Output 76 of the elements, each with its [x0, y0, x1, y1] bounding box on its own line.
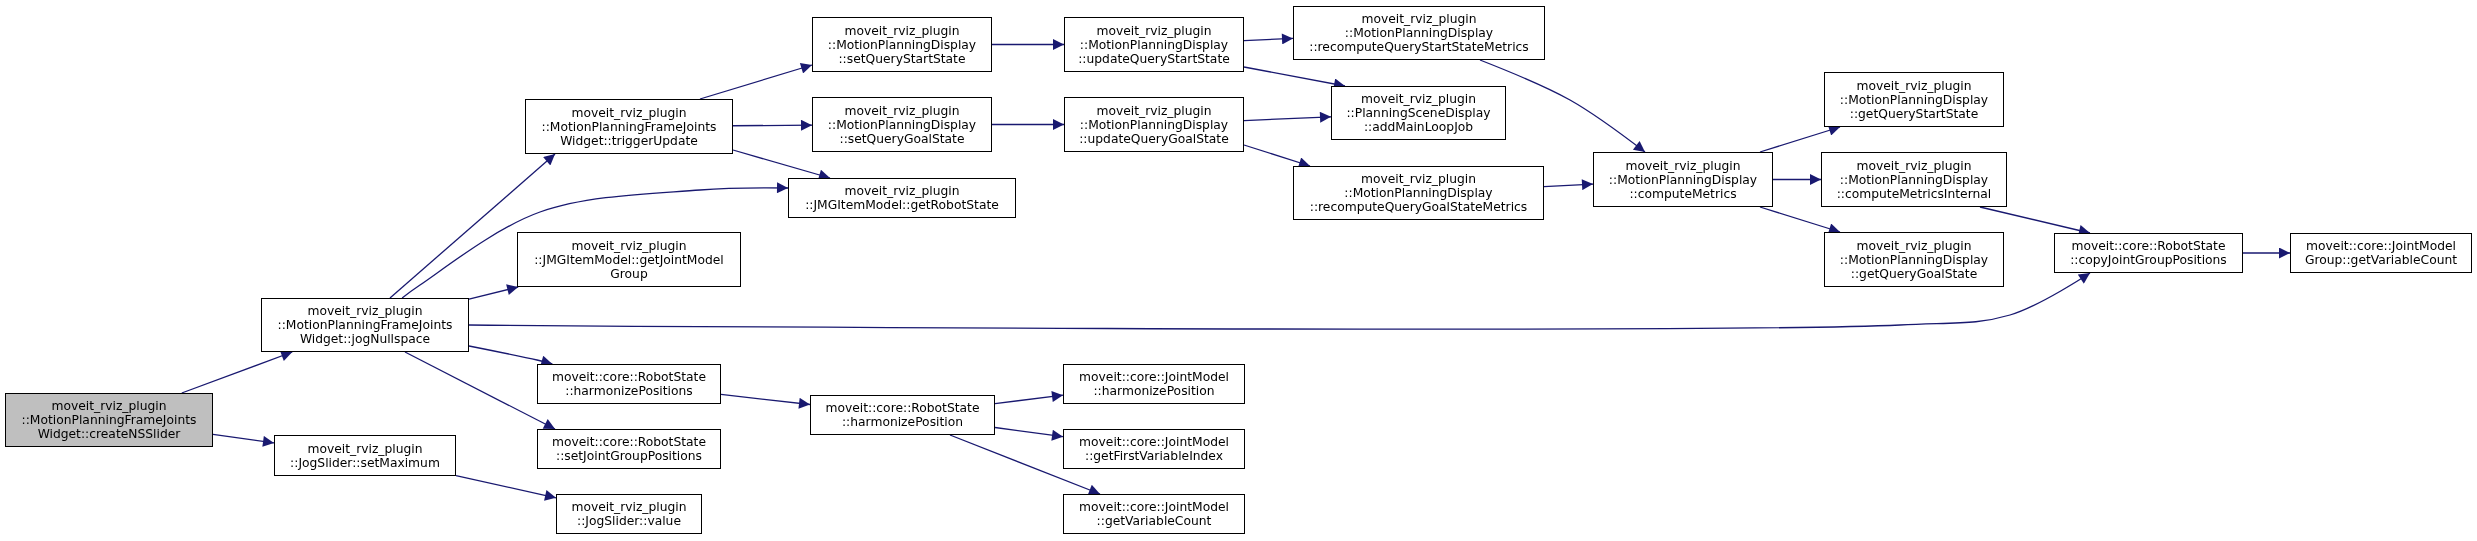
function-name: moveit_rviz_plugin ::MotionPlanningDisplay ::recomputeQueryGoalStateMetrics: [1308, 172, 1529, 214]
function-name: moveit::core::JointModel Group::getVariableCount: [2303, 239, 2459, 267]
function-box: [1063, 364, 1245, 404]
function-name: moveit::core::RobotState ::copyJointGroupPositions: [2069, 239, 2228, 267]
arrow: [720, 393, 811, 409]
function-box: [1063, 429, 1245, 469]
function-box: [537, 364, 721, 404]
function-box: [1064, 97, 1244, 152]
function-box: [1293, 166, 1544, 220]
function-name: moveit_rviz_plugin ::MotionPlanningFrameJoints Widget::jogNullspace: [276, 304, 454, 346]
arrow: [468, 284, 519, 300]
function-box: [1824, 232, 2004, 287]
function-box: [525, 99, 733, 154]
function-name: moveit_rviz_plugin ::MotionPlanningDisplay ::computeMetricsInternal: [1835, 158, 1993, 201]
function-box: [1293, 6, 1545, 60]
arrow: [212, 433, 275, 447]
arrow: [1759, 206, 1841, 234]
arrow: [1772, 174, 1822, 185]
function-box: [274, 435, 456, 476]
function-box: [1063, 494, 1245, 534]
function-name: moveit::core::JointModel ::harmonizePosition: [1078, 370, 1230, 398]
function-box: [1821, 152, 2007, 207]
function-box: [810, 395, 995, 435]
function-box: [5, 393, 213, 447]
function-name: moveit_rviz_plugin ::MotionPlanningDisplay ::recomputeQueryStartStateMetrics: [1308, 12, 1530, 54]
arrow: [1759, 125, 1841, 153]
function-name: moveit::core::RobotState ::harmonizePositions: [551, 370, 707, 398]
arrow: [949, 434, 1101, 496]
function-box: [1331, 86, 1506, 140]
arrow: [389, 153, 556, 299]
function-box: [2054, 233, 2243, 273]
function-box: [261, 298, 469, 352]
function-name: moveit_rviz_plugin ::MotionPlanningDisplay ::setQueryGoalState: [826, 103, 978, 146]
function-box: [556, 494, 702, 534]
function-name: moveit_rviz_plugin ::JogSlider::value: [570, 500, 688, 528]
function-name: moveit::core::JointModel ::getVariableCount: [1078, 500, 1230, 528]
arrow: [404, 351, 556, 430]
arrow: [2242, 247, 2291, 259]
function-name: moveit_rviz_plugin ::MotionPlanningDisplay ::setQueryStartState: [826, 23, 978, 66]
arrow: [401, 182, 789, 299]
function-name: moveit_rviz_plugin ::JogSlider::setMaximum: [289, 441, 441, 470]
arrow: [1243, 33, 1294, 45]
function-box: [517, 232, 741, 287]
function-name: moveit::core::RobotState ::harmonizePosition: [824, 401, 981, 429]
function-box: [788, 178, 1016, 218]
arrow: [994, 426, 1064, 441]
function-name: moveit_rviz_plugin ::MotionPlanningDisplay ::updateQueryGoalState: [1078, 103, 1230, 146]
arrow: [699, 62, 813, 100]
function-box: [1824, 72, 2004, 127]
arrow: [991, 119, 1065, 130]
arrow: [994, 391, 1064, 405]
function-name: moveit_rviz_plugin ::MotionPlanningDisplay ::getQueryGoalState: [1838, 238, 1990, 281]
arrow: [181, 350, 293, 394]
function-box: [2290, 233, 2472, 273]
arrow: [1543, 179, 1594, 191]
arrow: [468, 272, 2091, 330]
function-name: moveit_rviz_plugin ::MotionPlanningFrameJoints Widget::triggerUpdate: [540, 105, 718, 148]
function-name: moveit_rviz_plugin ::MotionPlanningDisplay ::getQueryStartState: [1838, 78, 1990, 121]
function-name: moveit_rviz_plugin ::MotionPlanningDisplay ::updateQueryStartState: [1077, 23, 1231, 66]
arrow: [455, 475, 557, 501]
function-box: [1064, 17, 1244, 72]
function-name: moveit::core::JointModel ::getFirstVariableIndex: [1078, 435, 1230, 463]
function-name: moveit::core::RobotState ::setJointGroupPositions: [551, 435, 707, 463]
arrow: [732, 119, 813, 131]
arrow: [1243, 144, 1311, 168]
function-name: moveit_rviz_plugin ::JMGItemModel::getRobotState: [804, 184, 1000, 212]
function-name: moveit_rviz_plugin ::PlanningSceneDisplay ::addMainLoopJob: [1345, 92, 1492, 134]
arrow: [1243, 111, 1332, 123]
function-box: [812, 97, 992, 152]
function-name: moveit_rviz_plugin ::JMGItemModel::getJointModel Group: [533, 238, 725, 281]
function-box: [812, 17, 992, 72]
function-box: [1593, 152, 1773, 207]
function-box: [537, 429, 721, 469]
function-name: moveit_rviz_plugin ::MotionPlanningDisplay ::computeMetrics: [1607, 158, 1759, 201]
function-name: moveit_rviz_plugin ::MotionPlanningFrameJoints Widget::createNSSlider: [20, 399, 198, 441]
arrow: [991, 39, 1065, 50]
